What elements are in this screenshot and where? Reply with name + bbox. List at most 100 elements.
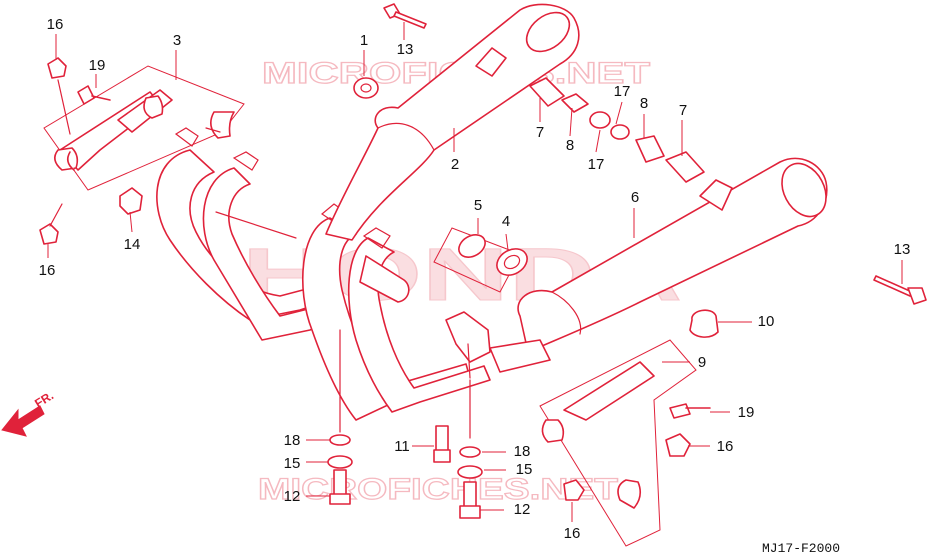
grommet-10-body: [689, 309, 719, 338]
part-10-grommet: [689, 309, 719, 338]
pipe-4-flange: [362, 227, 391, 249]
part-4-gasket: [496, 248, 528, 276]
callout-14: 14: [124, 236, 141, 253]
nut-16-lower-stud: [49, 203, 63, 227]
nut-16-top-stud: [57, 79, 71, 135]
bolt-12-right-head: [459, 505, 481, 519]
collar-body: [458, 234, 486, 258]
callout-6: 6: [631, 189, 639, 206]
callout-17-top: 17: [614, 83, 631, 100]
callout-8-right: 8: [640, 95, 648, 112]
callout-7-left: 7: [536, 124, 544, 141]
collar-8-left: [561, 93, 589, 113]
washer-18-left: [329, 434, 351, 446]
callout-13-right: 13: [894, 241, 911, 258]
rear-bracket-cushion: [617, 479, 642, 509]
bolt-11-shank: [435, 425, 449, 453]
muffler-lower-body: [517, 157, 828, 353]
callout-11: 11: [394, 438, 410, 455]
bolt-19-rear: [669, 403, 711, 419]
front-arrow-icon: [1, 405, 45, 437]
muffler-lower-seam: [551, 291, 582, 335]
nut-16-rear: [665, 433, 691, 457]
callout-10: 10: [758, 313, 775, 330]
washer-17-right: [610, 124, 630, 140]
muffler-mount-stack: [529, 77, 705, 183]
part-2-muffler-upper: [325, 3, 580, 303]
gasket-hole: [503, 254, 521, 270]
pipe-crossover-line: [215, 211, 297, 239]
nut-16-lower: [39, 223, 59, 245]
washer-15-left: [327, 455, 353, 469]
muffler-connector-pipe: [359, 255, 410, 303]
muffler-lower-end-cap: [781, 162, 827, 218]
muffler-lower-mount-tab: [699, 179, 733, 211]
exhaust-pipes-left: [156, 127, 491, 421]
rubber-7-right: [665, 151, 705, 183]
callout-18-right: 18: [514, 443, 531, 460]
front-direction-indicator: FR.: [1, 388, 56, 437]
callout-7-right: 7: [679, 102, 687, 119]
callout-16-right: 16: [717, 438, 734, 455]
center-joint-stud: [467, 343, 471, 379]
part-3-clamp-left: [54, 147, 79, 171]
leader-lines: [47, 22, 903, 522]
callout-1: 1: [360, 32, 368, 49]
bolt-11-head: [433, 449, 451, 463]
diagram-code: MJ17-F2000: [762, 541, 840, 556]
part-13-bolt-upper: [383, 3, 427, 29]
part-3-outline-box: [43, 65, 245, 191]
part-9-outline-box: [539, 339, 697, 547]
callout-4: 4: [502, 213, 510, 230]
callout-15-right: 15: [516, 461, 533, 478]
washer-18-right: [459, 446, 481, 458]
part-3-cushion-left: [66, 151, 75, 171]
center-joint-bracket-body: [445, 311, 491, 363]
muffler-upper-body: [325, 3, 580, 241]
gasket-body: [496, 248, 528, 276]
callout-labels: 16 19 3 13 1 7 8 17 8 7 17 2 6 5 4 14 16…: [39, 16, 911, 542]
front-direction-label: FR.: [32, 388, 56, 410]
part-9-rear-bracket: [539, 339, 711, 547]
watermark-bottom: MICROFICHES.NET: [258, 473, 618, 506]
callout-19-top: 19: [89, 57, 106, 74]
bolt-13-upper-shank: [393, 11, 427, 29]
part-3-exhaust-bracket: [43, 65, 245, 191]
nut-16-bottom: [563, 479, 585, 501]
lower-hardware-left: [327, 329, 353, 505]
callout-16-bottom: 16: [564, 525, 581, 542]
bolt-12-right-shank: [463, 481, 477, 509]
callout-3: 3: [173, 32, 181, 49]
muffler-upper-end-cap: [525, 11, 571, 53]
part-3-cushion-right: [210, 111, 235, 139]
muffler-lower-inlet: [489, 339, 551, 373]
muffler-upper-mount-tab: [475, 47, 507, 77]
nut-16-top: [47, 57, 67, 79]
bolt-12-left-head: [329, 493, 351, 505]
ring-outer: [353, 77, 379, 99]
bolt-13-right-head: [907, 287, 927, 305]
callout-16-top: 16: [47, 16, 64, 33]
pipe-2-flange: [232, 151, 259, 171]
part-14-cap-nut: [119, 187, 143, 215]
ring-inner: [360, 83, 372, 93]
callout-5: 5: [474, 197, 482, 214]
bolt-19-top: [77, 85, 111, 105]
callout-2: 2: [451, 156, 459, 173]
callout-13-top: 13: [397, 41, 414, 58]
part-3-clamp-right: [143, 95, 164, 119]
washer-15-right: [457, 465, 483, 479]
callout-12-left: 12: [284, 488, 301, 505]
callout-18-left: 18: [284, 432, 301, 449]
bolt-12-left-shank: [333, 469, 347, 497]
collar-8-right: [635, 135, 665, 163]
part-1-ring: [353, 77, 379, 99]
part-13-bolt-right: [873, 275, 927, 305]
callout-16-left: 16: [39, 262, 56, 279]
callout-12-right: 12: [514, 501, 531, 518]
rear-bracket-clamp: [541, 419, 565, 443]
muffler-upper-seam: [377, 122, 435, 151]
part-5-collar: [458, 234, 486, 258]
bracket-fasteners: [39, 57, 111, 245]
